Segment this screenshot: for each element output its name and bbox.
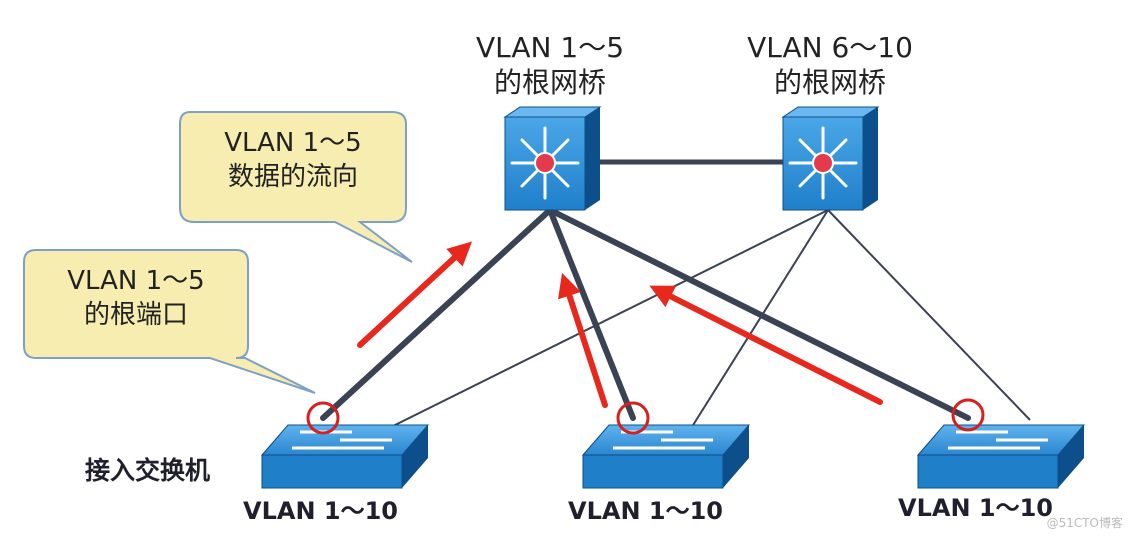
core-switch-2-label-line2: 的根网桥 [773, 66, 886, 99]
access-group-label: 接入交换机 [85, 456, 211, 485]
link-core1-access3 [547, 207, 971, 421]
callout-flow-line2: 数据的流向 [227, 161, 358, 192]
access-switch-3-label: VLAN 1～10 [898, 494, 1053, 522]
core-switch-1-label-line2: 的根网桥 [493, 66, 606, 99]
callout-flow-text: VLAN 1～5 数据的流向 [180, 127, 406, 195]
access-switch-1-label: VLAN 1～10 [243, 497, 398, 525]
link-core2-access3 [827, 209, 1031, 421]
callout-rootport-line1: VLAN 1～5 [67, 266, 205, 296]
root-port-marker-2 [616, 401, 650, 435]
callout-rootport-line2: 的根端口 [83, 299, 188, 330]
core-switch-1-label: VLAN 1～5 的根网桥 [440, 30, 660, 100]
access-switch-3-icon [916, 424, 1086, 489]
callout-rootport-bubble [23, 249, 316, 394]
callout-flow-bubble [179, 111, 413, 263]
root-port-marker-1 [306, 401, 340, 435]
callout-flow-line1: VLAN 1～5 [224, 128, 362, 158]
access-switch-1-icon [260, 424, 430, 489]
flow-arrow-2 [558, 272, 608, 408]
access-switch-2-icon [581, 424, 751, 489]
root-port-markers [306, 398, 985, 435]
thick-links [320, 207, 971, 421]
core-switch-2-label-line1: VLAN 6～10 [747, 31, 913, 64]
link-core2-access1 [384, 209, 829, 431]
flow-arrow-1 [357, 241, 473, 348]
access-switch-2-label: VLAN 1～10 [568, 497, 723, 525]
core-switch-1-icon [503, 106, 602, 211]
thin-links [384, 209, 1031, 431]
link-core2-access2 [689, 209, 829, 431]
core-switch-2-icon [781, 106, 880, 211]
flow-arrows [357, 241, 883, 408]
flow-arrow-3 [649, 285, 883, 405]
link-core1-access1 [320, 207, 553, 421]
root-port-marker-3 [951, 398, 985, 432]
core-switch-1-label-line1: VLAN 1～5 [475, 31, 625, 64]
callout-rootport-text: VLAN 1～5 的根端口 [24, 265, 248, 333]
watermark: @51CTO博客 [1046, 516, 1123, 530]
link-core1-access2 [547, 207, 636, 421]
core-switch-2-label: VLAN 6～10 的根网桥 [720, 30, 940, 100]
